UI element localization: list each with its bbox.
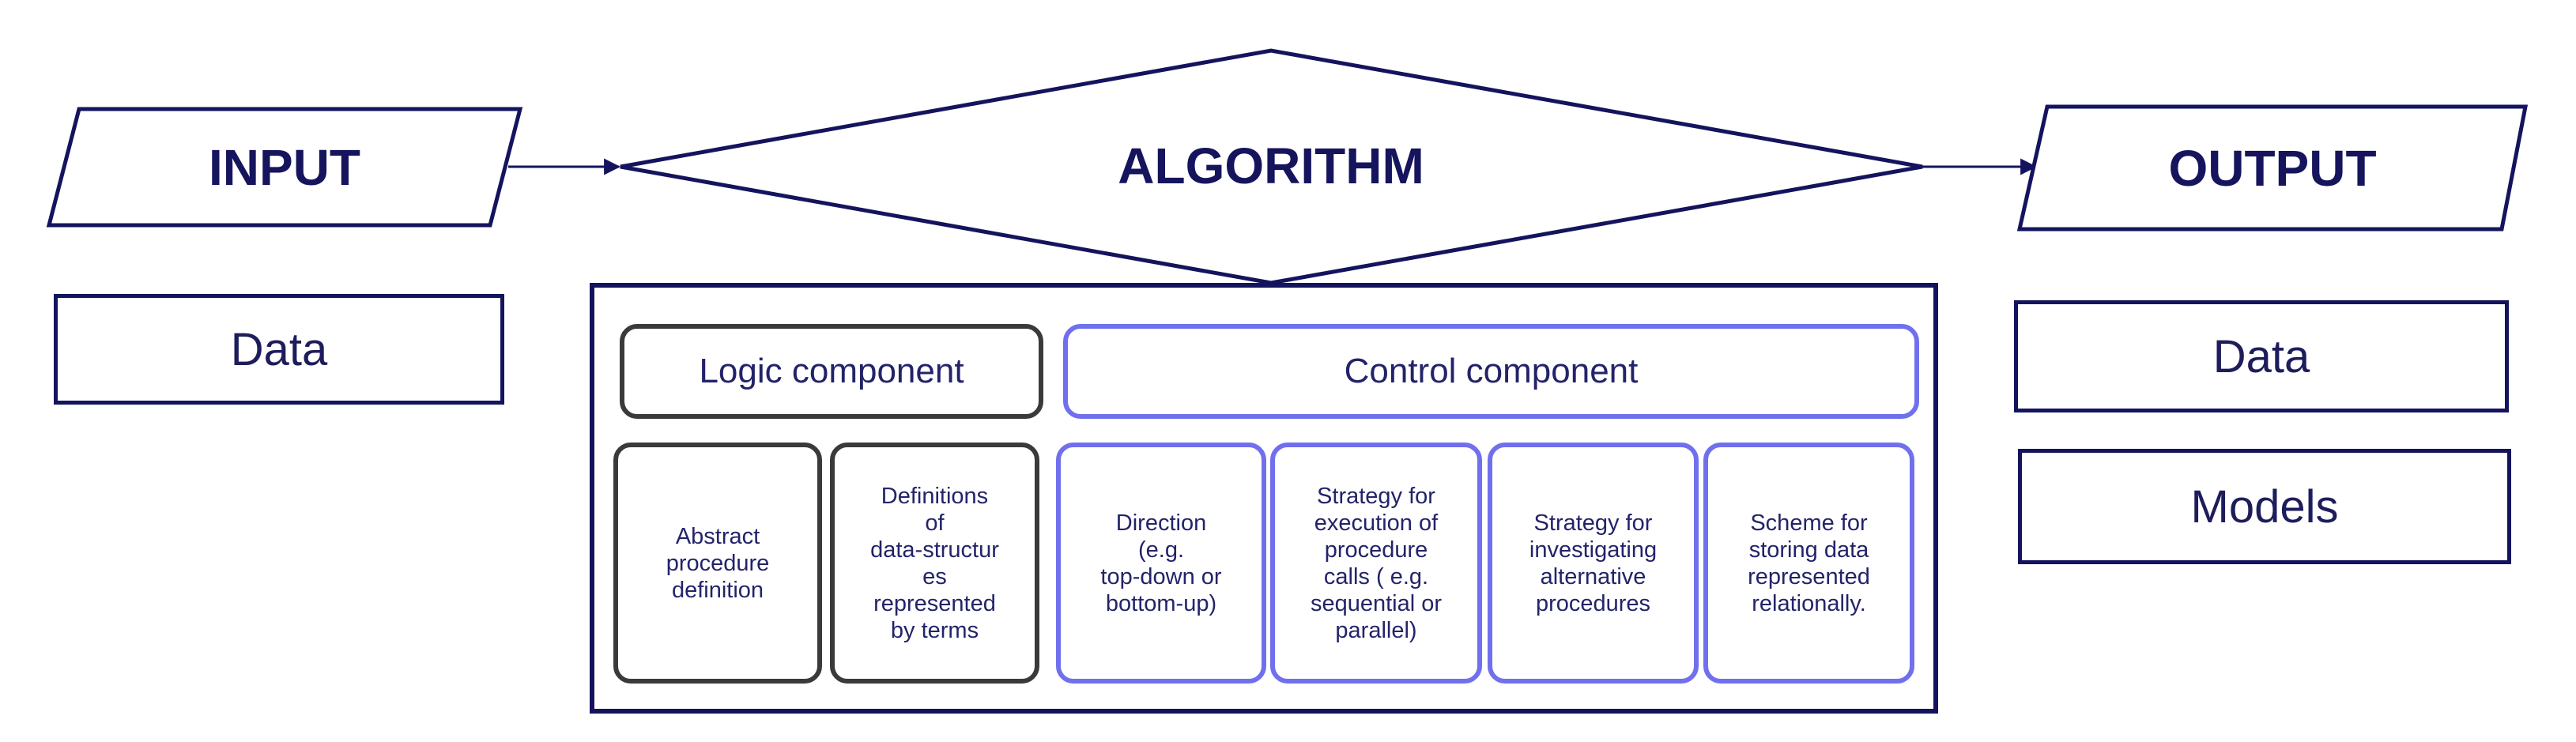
- logic-item-abstract-procedure: Abstract procedure definition: [613, 443, 822, 684]
- control-component-label: Control component: [1344, 352, 1639, 390]
- output-data-box: Data: [2014, 300, 2509, 412]
- logic-item-text: Definitions of data-structur es represen…: [870, 483, 999, 643]
- algorithm-title: ALGORITHM: [1118, 137, 1424, 194]
- output-parallelogram: [2016, 104, 2529, 232]
- control-item-text: Scheme for storing data represented rela…: [1748, 510, 1870, 616]
- output-data-label: Data: [2212, 330, 2310, 382]
- control-item-storage-scheme: Scheme for storing data represented rela…: [1703, 443, 1914, 684]
- control-component-header: Control component: [1063, 324, 1919, 419]
- control-item-direction: Direction (e.g. top-down or bottom-up): [1056, 443, 1266, 684]
- logic-item-data-structures: Definitions of data-structur es represen…: [830, 443, 1039, 684]
- logic-component-header: Logic component: [620, 324, 1043, 419]
- input-title: INPUT: [209, 138, 360, 196]
- input-data-label: Data: [230, 323, 328, 375]
- control-item-text: Strategy for execution of procedure call…: [1310, 483, 1443, 643]
- control-item-text: Direction (e.g. top-down or bottom-up): [1100, 510, 1222, 616]
- logic-component-label: Logic component: [699, 352, 964, 390]
- input-parallelogram: [46, 107, 523, 228]
- output-models-box: Models: [2018, 449, 2511, 564]
- output-models-label: Models: [2190, 480, 2339, 533]
- logic-item-text: Abstract procedure definition: [666, 523, 770, 603]
- control-item-investigation-strategy: Strategy for investigating alternative p…: [1488, 443, 1699, 684]
- input-data-box: Data: [54, 294, 504, 405]
- output-title: OUTPUT: [2168, 139, 2377, 197]
- control-item-text: Strategy for investigating alternative p…: [1529, 510, 1658, 616]
- control-item-execution-strategy: Strategy for execution of procedure call…: [1270, 443, 1482, 684]
- algorithm-components-box: [590, 283, 1938, 714]
